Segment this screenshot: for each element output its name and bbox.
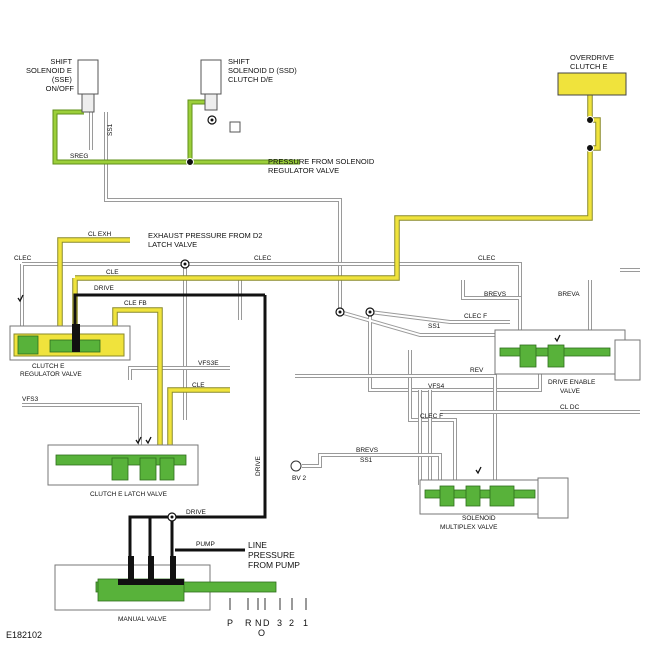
label-bv2: BV 2 [292,475,306,482]
label-drive-top: DRIVE [94,285,115,292]
label-clec-f-top: CLEC F [464,313,487,320]
label-manual-valve: MANUAL VALVE [118,616,167,623]
drive-enable-valve-body [494,329,641,381]
gear-3: 3 [277,618,282,628]
label-clec-f-low: CLEC F [420,413,443,420]
gear-range-ticks [229,598,307,610]
label-exhaust-pressure: EXHAUST PRESSURE FROM D2 LATCH VALVE [148,231,265,249]
label-vfs4: VFS4 [428,383,445,390]
gear-overdrive: O [258,628,265,638]
label-drive-enable-valve: DRIVE ENABLE VALVE [548,379,597,395]
label-ss1-low: SS1 [360,457,373,464]
label-clec-right: CLEC [478,255,496,262]
gear-1: 1 [303,618,308,628]
gear-r: R [245,618,252,628]
gear-p: P [227,618,233,628]
gear-d: D [263,618,270,628]
label-drive-low: DRIVE [186,509,207,516]
label-cle-top: CLE [106,269,119,276]
label-drive-vertical: DRIVE [255,455,262,476]
label-pump: PUMP [196,541,215,548]
label-vfs3: VFS3 [22,396,39,403]
bv2-ball-valve [290,460,302,472]
label-cl-exh: CL EXH [88,231,112,238]
label-vfs3e: VFS3E [198,360,219,367]
clutch-e-regulator-valve-body [9,324,131,361]
label-ss1-mid: SS1 [428,323,441,330]
label-pressure-from-regulator: PRESSURE FROM SOLENOID REGULATOR VALVE [268,157,376,175]
label-ssd: SHIFT SOLENOID D (SSD) CLUTCH D/E [228,57,299,84]
label-sreg: SREG [70,153,88,160]
solenoid-multiplex-valve-body [419,477,569,519]
label-brevs-top: BREVS [484,291,507,298]
label-cle-mid: CLE [192,382,205,389]
label-clec-left: CLEC [14,255,32,262]
label-brevs-low: BREVS [356,447,379,454]
label-cl-dc: CL DC [560,404,580,411]
label-breva: BREVA [558,291,580,298]
gear-2: 2 [289,618,294,628]
label-sse: SHIFT SOLENOID E (SSE) ON/OFF [26,57,74,93]
label-line-pressure: LINE PRESSURE FROM PUMP [248,540,300,570]
clutch-e-latch-valve-body [47,444,199,486]
label-rev: REV [470,367,484,374]
check-marks [17,294,561,475]
text-labels: SHIFT SOLENOID E (SSE) ON/OFF SHIFT SOLE… [6,53,616,640]
label-clutch-e-latch-valve: CLUTCH E LATCH VALVE [90,491,168,498]
label-solenoid-multiplex-valve: SOLENOID MULTIPLEX VALVE [440,515,498,531]
gear-n: N [255,618,262,628]
shift-solenoid-e [77,59,99,113]
figure-id: E182102 [6,630,42,640]
junction-nodes [167,115,594,522]
solenoid-pressure-passages [52,99,300,165]
label-ss1-top: SS1 [107,123,114,136]
label-clec-mid: CLEC [254,255,272,262]
label-cle-fb: CLE FB [124,300,147,307]
label-clutch-e-regulator-valve: CLUTCH E REGULATOR VALVE [20,363,82,378]
shift-solenoid-d [200,59,241,133]
overdrive-clutch-box [557,72,627,96]
label-overdrive: OVERDRIVE CLUTCH E [570,53,616,71]
manual-valve-body [54,556,277,611]
